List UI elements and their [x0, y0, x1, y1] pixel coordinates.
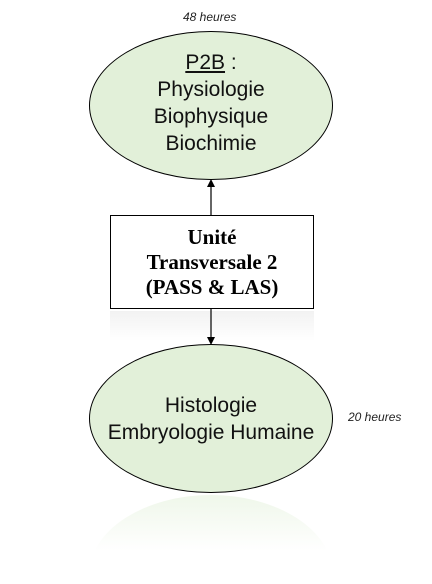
- top-ellipse-node: P2B : Physiologie Biophysique Biochimie: [89, 31, 333, 180]
- center-node-line-transversale: Transversale 2: [146, 249, 278, 274]
- bottom-ellipse-node: Histologie Embryologie Humaine: [89, 344, 333, 493]
- top-node-line-biophysique: Biophysique: [153, 104, 269, 128]
- top-node-line-biochimie: Biochimie: [165, 131, 257, 155]
- center-box-node: Unité Transversale 2 (PASS & LAS): [110, 215, 314, 309]
- center-node-line-pass-las: (PASS & LAS): [145, 274, 279, 299]
- bottom-ellipse-reflection: [89, 495, 333, 575]
- center-node-line-unite: Unité: [187, 224, 237, 249]
- top-node-title-line: P2B :: [185, 49, 236, 76]
- top-hours-label: 48 heures: [183, 10, 237, 24]
- center-box-reflection: [110, 311, 314, 341]
- bottom-hours-label: 20 heures: [348, 410, 402, 424]
- top-node-title-suffix: :: [225, 50, 237, 74]
- top-node-title: P2B: [185, 50, 226, 74]
- bottom-node-line-histologie: Histologie: [164, 393, 258, 417]
- top-node-line-physiologie: Physiologie: [157, 77, 265, 101]
- bottom-node-line-embryologie: Embryologie Humaine: [107, 420, 315, 444]
